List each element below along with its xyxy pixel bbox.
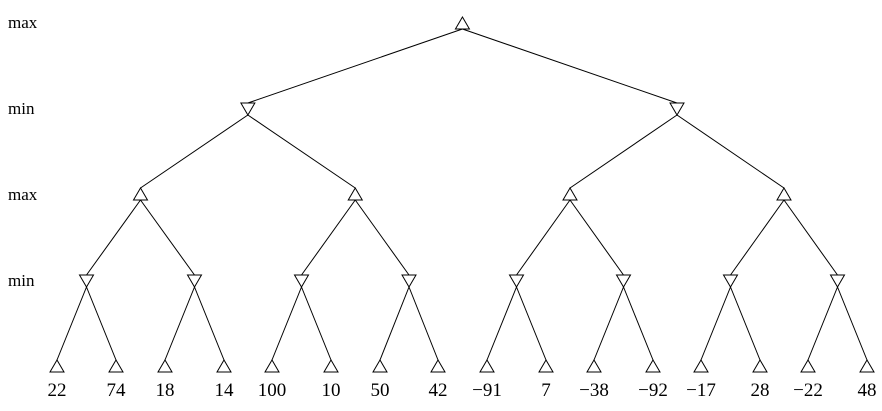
tree-edge bbox=[730, 199, 785, 276]
tree-edge bbox=[593, 286, 624, 361]
max-node-triangle bbox=[586, 359, 602, 373]
max-node-triangle bbox=[108, 359, 124, 373]
tree-edge bbox=[247, 28, 463, 104]
level-label-min-3: min bbox=[8, 271, 35, 290]
leaf-value: 14 bbox=[214, 380, 234, 401]
tree-edge bbox=[730, 286, 761, 361]
min-node-triangle bbox=[508, 274, 525, 288]
level-label-max-0: max bbox=[8, 13, 38, 32]
leaf-value: 10 bbox=[321, 380, 341, 401]
leaf-value: 100 bbox=[257, 380, 287, 401]
leaf-value: −38 bbox=[579, 380, 609, 401]
max-node-triangle bbox=[454, 16, 471, 30]
tree-edge bbox=[301, 286, 332, 361]
tree-edge bbox=[164, 286, 195, 361]
max-node-triangle bbox=[776, 187, 792, 201]
max-node-triangle bbox=[264, 359, 280, 373]
leaf-value: 22 bbox=[47, 380, 67, 401]
min-node-triangle bbox=[401, 274, 417, 288]
tree-edge bbox=[516, 286, 547, 361]
max-node-triangle bbox=[372, 359, 388, 373]
leaf-value: −17 bbox=[686, 380, 716, 401]
level-label-max-2: max bbox=[8, 185, 38, 204]
tree-edge bbox=[807, 286, 838, 361]
tree-edge bbox=[301, 199, 356, 276]
tree-edge bbox=[86, 286, 117, 361]
tree-edge bbox=[486, 286, 517, 361]
max-node-triangle bbox=[49, 359, 65, 373]
max-node-triangle bbox=[859, 359, 875, 373]
leaf-value: −22 bbox=[793, 380, 823, 401]
tree-edge bbox=[676, 114, 785, 189]
tree-edge bbox=[140, 199, 195, 276]
min-node-triangle bbox=[615, 274, 632, 288]
max-node-triangle bbox=[157, 359, 173, 373]
tree-edge bbox=[569, 199, 624, 276]
max-node-triangle bbox=[323, 359, 339, 373]
tree-edge bbox=[379, 286, 410, 361]
max-node-triangle bbox=[752, 359, 768, 373]
tree-edge bbox=[140, 114, 249, 189]
max-node-triangle bbox=[645, 359, 661, 373]
leaf-value: −91 bbox=[472, 380, 502, 401]
tree-edge bbox=[86, 199, 141, 276]
max-node-triangle bbox=[538, 359, 554, 373]
max-node-triangle bbox=[132, 187, 149, 201]
max-node-triangle bbox=[562, 187, 578, 201]
max-node-triangle bbox=[693, 359, 709, 373]
tree-edge bbox=[516, 199, 571, 276]
min-node-triangle bbox=[829, 274, 846, 288]
tree-edge bbox=[623, 286, 654, 361]
leaf-value: 50 bbox=[370, 380, 390, 401]
tree-edge bbox=[271, 286, 302, 361]
tree-edge bbox=[837, 286, 868, 361]
min-node-triangle bbox=[722, 274, 739, 288]
leaf-value: −92 bbox=[638, 380, 668, 401]
leaf-value: 7 bbox=[541, 380, 551, 401]
max-node-triangle bbox=[347, 187, 364, 201]
tree-edge bbox=[247, 114, 356, 189]
max-node-triangle bbox=[479, 359, 495, 373]
max-node-triangle bbox=[430, 359, 446, 373]
leaf-value: 42 bbox=[428, 380, 448, 401]
tree-edge bbox=[408, 286, 439, 361]
leaf-value: 28 bbox=[750, 380, 770, 401]
tree-edge bbox=[56, 286, 87, 361]
min-node-triangle bbox=[240, 102, 256, 116]
max-node-triangle bbox=[216, 359, 232, 373]
leaf-value: 48 bbox=[857, 380, 877, 401]
level-label-min-1: min bbox=[8, 99, 35, 118]
min-node-triangle bbox=[186, 274, 203, 288]
tree-edge bbox=[783, 199, 838, 276]
tree-edge bbox=[700, 286, 731, 361]
min-node-triangle bbox=[669, 102, 685, 116]
tree-edge bbox=[569, 114, 678, 189]
min-node-triangle bbox=[78, 274, 95, 288]
leaf-value: 18 bbox=[155, 380, 175, 401]
min-node-triangle bbox=[293, 274, 310, 288]
leaf-value: 74 bbox=[106, 380, 126, 401]
tree-edge bbox=[462, 28, 678, 104]
tree-edge bbox=[354, 199, 410, 276]
max-node-triangle bbox=[800, 359, 816, 373]
tree-edge bbox=[194, 286, 225, 361]
